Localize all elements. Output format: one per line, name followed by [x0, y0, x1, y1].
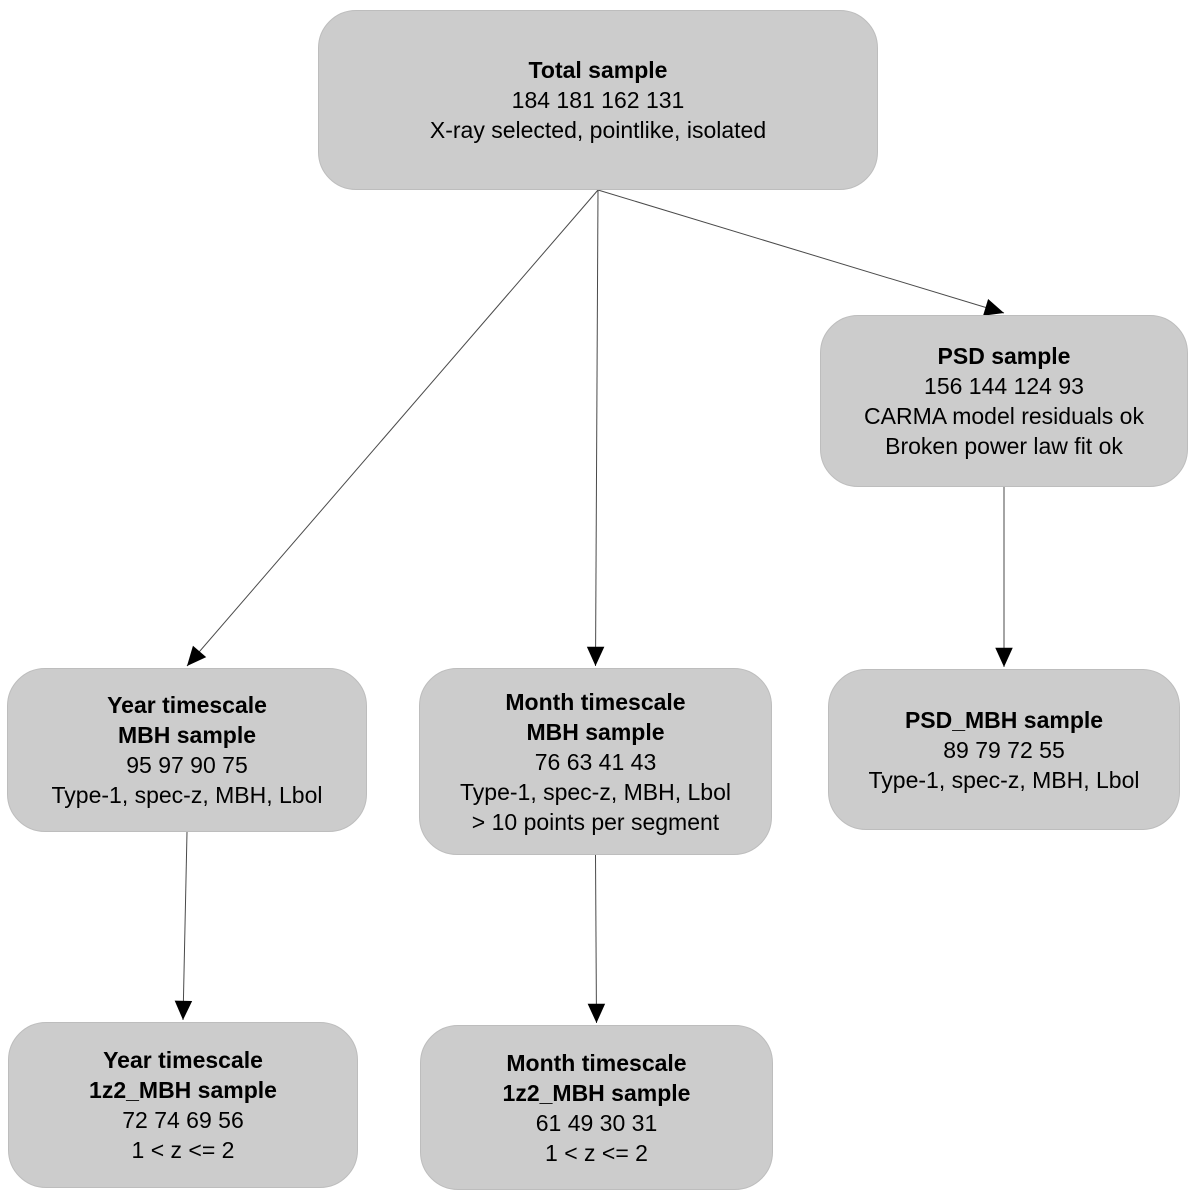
- node-title: MBH sample: [526, 718, 665, 745]
- node-title: 1z2_MBH sample: [89, 1077, 277, 1103]
- node-title: Month timescale: [506, 1049, 687, 1076]
- node-body-line: > 10 points per segment: [471, 808, 720, 835]
- node-body-line: Type-1, spec-z, MBH, Lbol: [868, 766, 1140, 793]
- node-body-line: 156 144 124 93: [924, 373, 1084, 399]
- node-title: PSD sample: [937, 343, 1071, 369]
- node-psd-mbh: PSD_MBH sample 89 79 72 55 Type-1, spec-z,…: [828, 669, 1180, 830]
- node-title: PSD_MBH sample: [904, 706, 1104, 733]
- node-title: Month timescale: [505, 688, 686, 715]
- node-title: Year timescale: [107, 692, 267, 718]
- node-title: 1z2_MBH sample: [502, 1079, 691, 1106]
- node-body-line: Type-1, spec-z, MBH, Lbol: [51, 782, 323, 808]
- node-body-line: 89 79 72 55: [943, 736, 1065, 763]
- edge-year-mbh-to-year-1z2: [174, 831, 193, 1021]
- node-psd: PSD sample 156 144 124 93 CARMA model resi…: [820, 315, 1188, 487]
- edge-total-to-psd: [597, 189, 1005, 316]
- node-body-line: 61 49 30 31: [535, 1109, 658, 1136]
- node-year-1z2: Year timescale 1z2_MBH sample 72 74 69 56 1…: [8, 1022, 358, 1188]
- edge-total-to-month-mbh: [586, 189, 605, 667]
- node-title: Total sample: [528, 57, 668, 83]
- edge-month-mbh-to-month-1z2: [587, 854, 606, 1024]
- node-body-line: 1 < z <= 2: [131, 1137, 235, 1163]
- node-body-line: Broken power law fit ok: [885, 433, 1123, 459]
- node-body-line: 184 181 162 131: [511, 87, 685, 113]
- node-body-line: CARMA model residuals ok: [864, 403, 1144, 429]
- node-body-line: X-ray selected, pointlike, isolated: [429, 117, 767, 143]
- node-title: MBH sample: [117, 722, 257, 748]
- node-body-line: 76 63 41 43: [534, 748, 657, 775]
- node-body-line: Type-1, spec-z, MBH, Lbol: [460, 778, 731, 805]
- node-body-line: 1 < z <= 2: [545, 1139, 648, 1166]
- node-month-1z2: Month timescale 1z2_MBH sample 61 49 30 31…: [420, 1025, 773, 1190]
- node-body-line: 72 74 69 56: [122, 1107, 244, 1133]
- node-title: Year timescale: [103, 1047, 263, 1073]
- edge-total-to-year-mbh: [186, 189, 599, 667]
- node-body-line: 95 97 90 75: [126, 752, 248, 778]
